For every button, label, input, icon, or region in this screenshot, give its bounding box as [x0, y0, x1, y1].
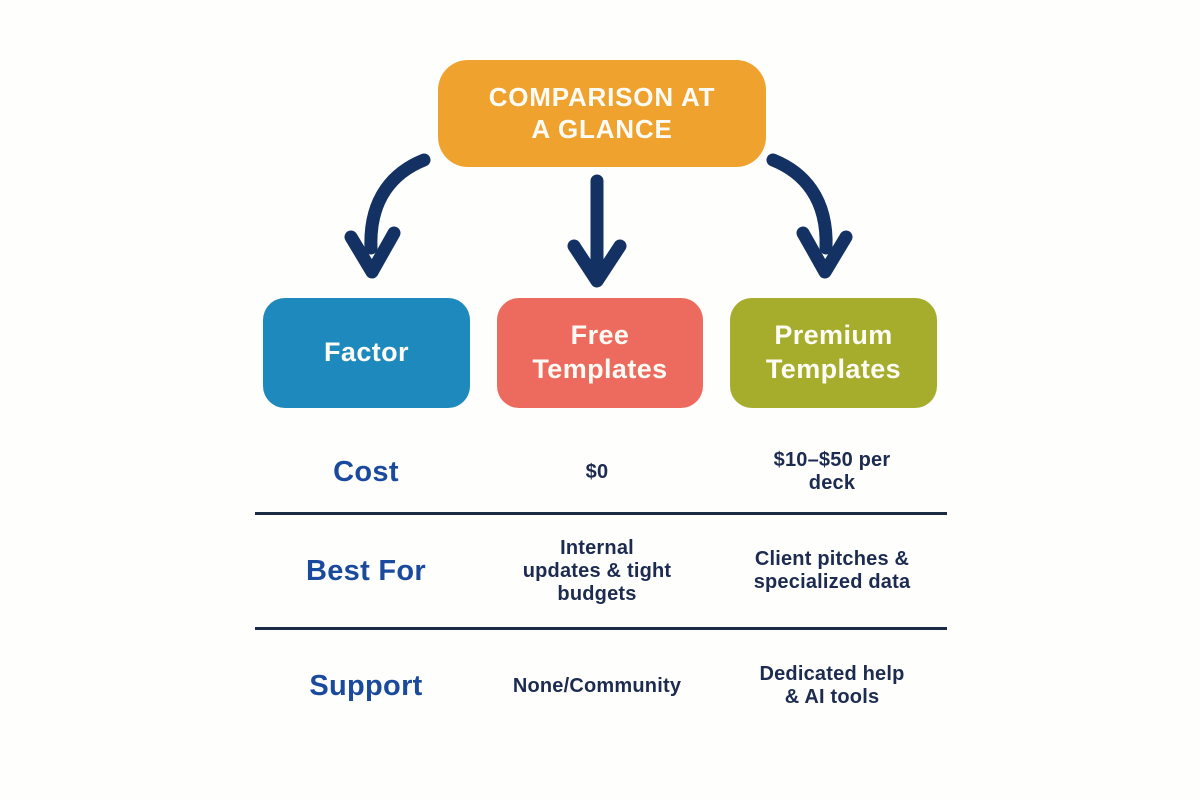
table-row-cost: Cost $0 $10–$50 per deck [255, 432, 947, 515]
row-label: Cost [333, 455, 399, 488]
comparison-table: Cost $0 $10–$50 per deck Best For Intern… [255, 432, 947, 742]
title-text: COMPARISON AT A GLANCE [488, 81, 716, 144]
column-header-label: Factor [324, 337, 409, 368]
table-cell: None/Community [512, 674, 682, 697]
column-header-label: Premium Templates [765, 320, 902, 384]
row-label: Support [309, 669, 423, 702]
table-row-best-for: Best For Internal updates & tight budget… [255, 515, 947, 630]
curved-arrow-down-right-icon [766, 153, 853, 279]
row-label: Best For [305, 554, 427, 587]
table-cell: Internal updates & tight budgets [522, 536, 672, 605]
column-header-factor: Factor [263, 298, 470, 408]
title-box: COMPARISON AT A GLANCE [438, 60, 766, 167]
column-header-free-templates: Free Templates [497, 298, 703, 408]
column-header-premium-templates: Premium Templates [730, 298, 937, 408]
table-cell: Dedicated help & AI tools [759, 663, 905, 708]
column-header-label: Free Templates [532, 320, 668, 384]
table-cell: $0 [585, 460, 609, 483]
table-cell: Client pitches & specialized data [753, 548, 911, 593]
table-cell: $10–$50 per deck [773, 449, 891, 494]
table-row-support: Support None/Community Dedicated help & … [255, 630, 947, 742]
straight-arrow-down-icon [567, 174, 627, 288]
curved-arrow-down-left-icon [344, 153, 431, 279]
